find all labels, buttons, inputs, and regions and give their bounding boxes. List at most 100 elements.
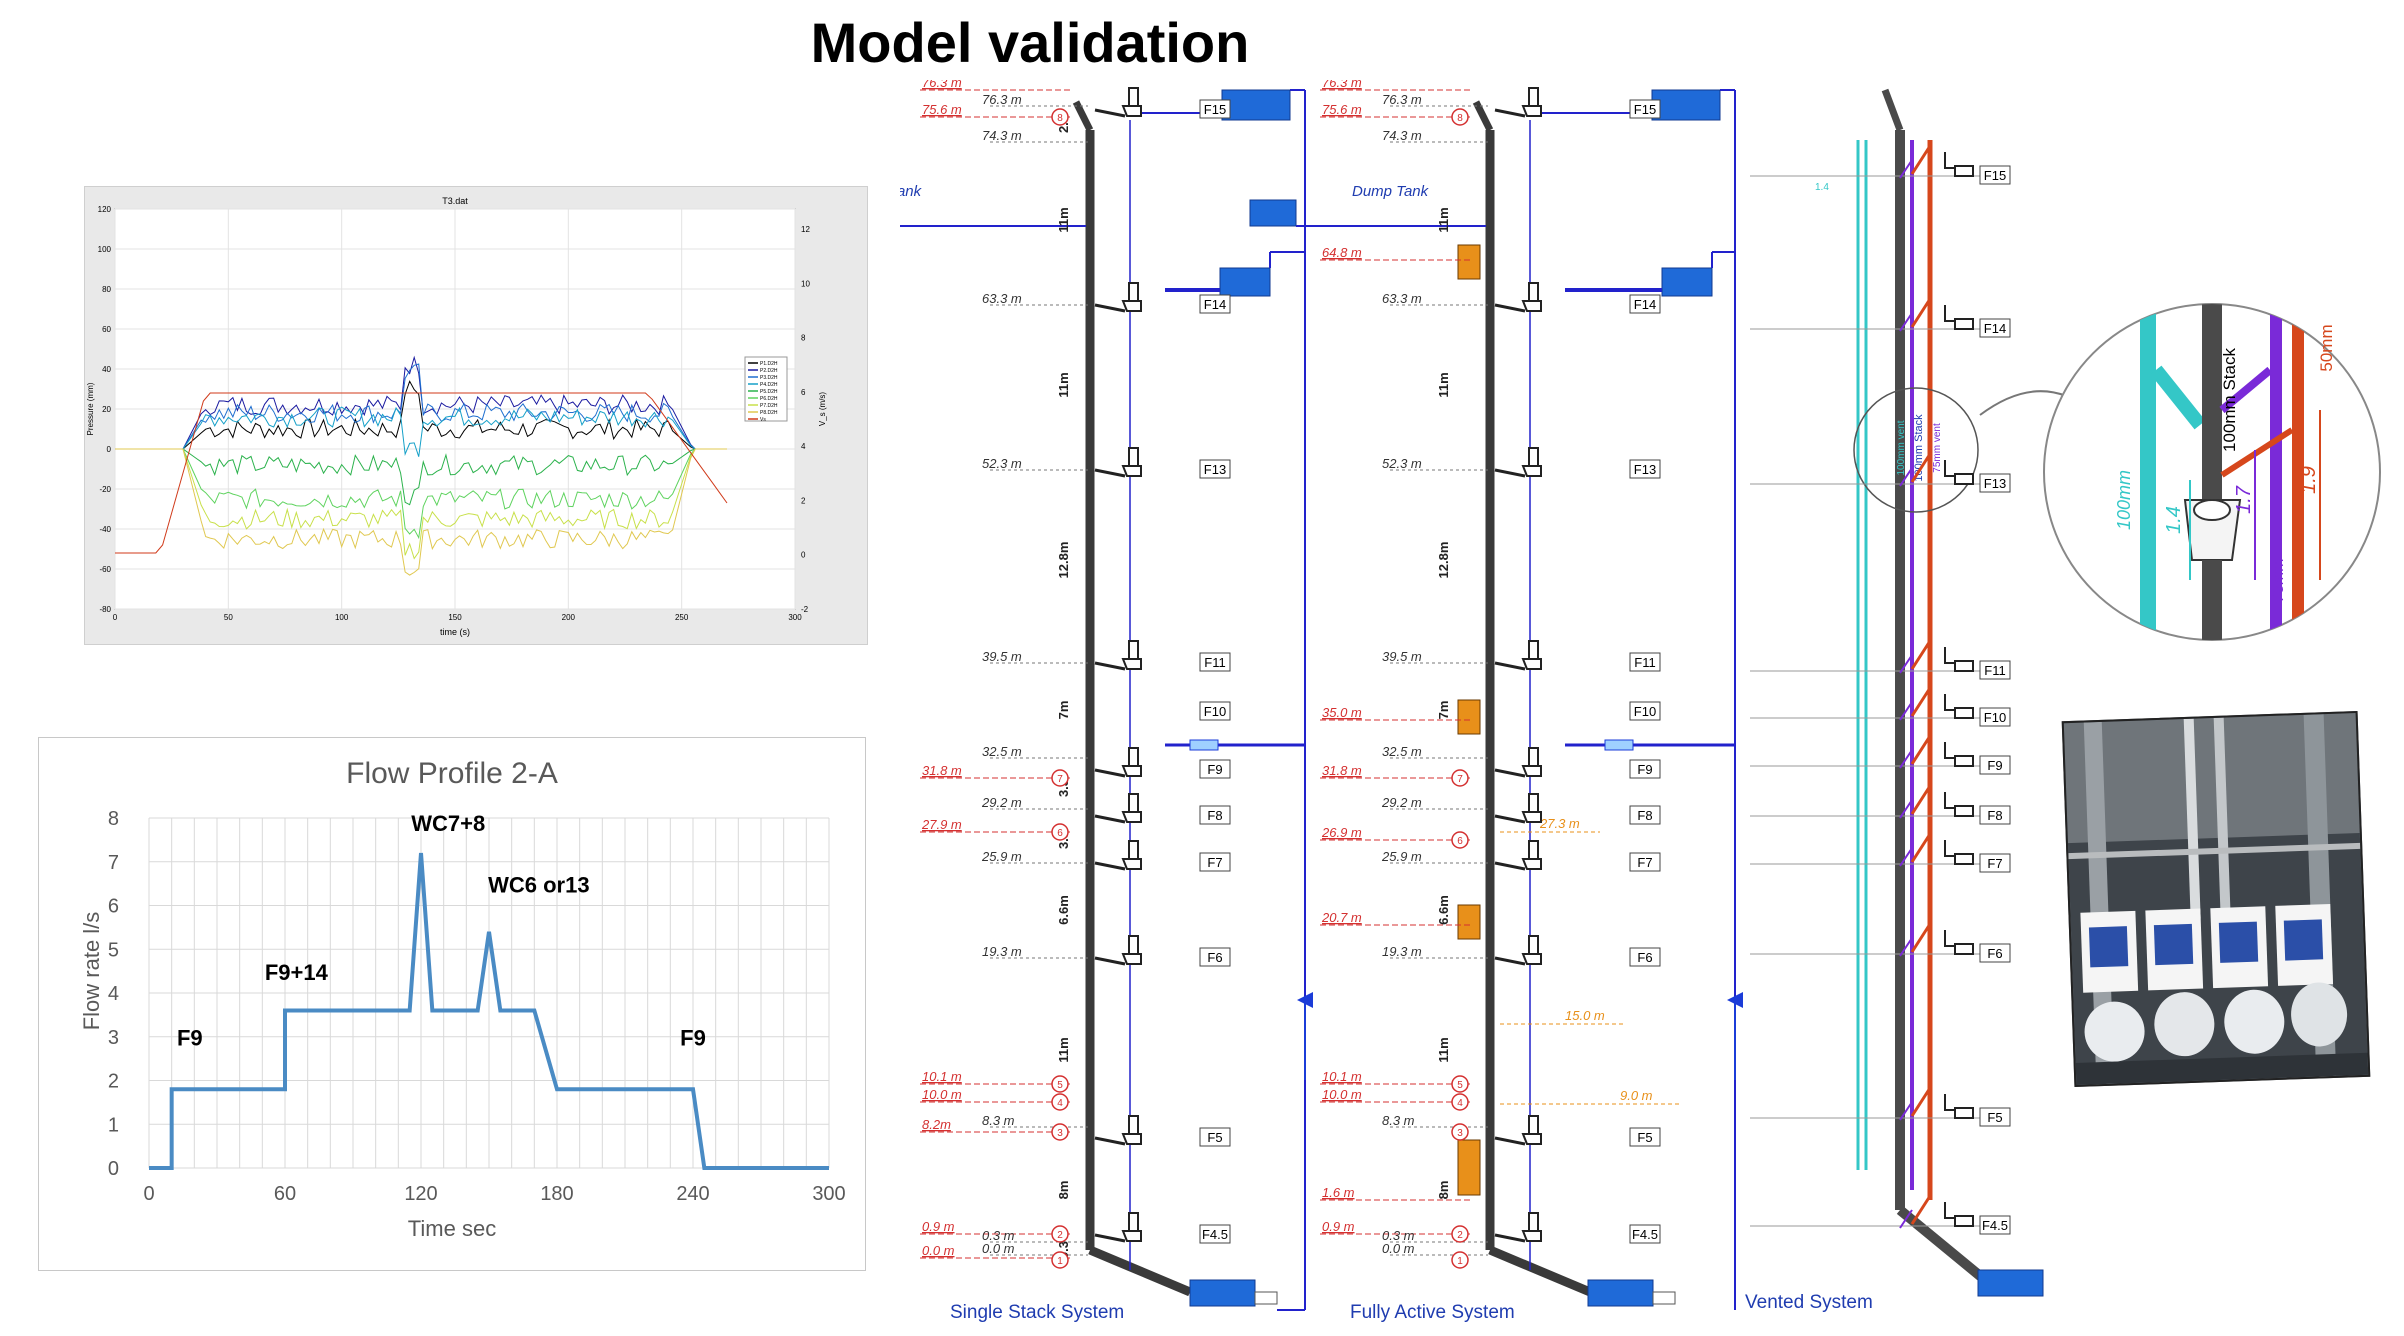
active-bottom-tank: [1587, 1279, 1654, 1307]
node-marker: [1451, 1251, 1469, 1269]
floor-label-box: [1629, 652, 1661, 672]
pressure-series-line: [115, 363, 727, 450]
wc-icon: [1121, 465, 1142, 477]
flow-x-label: Time sec: [408, 1216, 496, 1241]
floor-label: F7: [1987, 856, 2002, 871]
vented-small-label: 75mm vent: [1932, 423, 1943, 473]
wc-icon: [1954, 165, 1974, 177]
wc-icon: [1954, 853, 1974, 865]
x-tick-label: 300: [812, 1183, 845, 1205]
node-label: 3: [1457, 1128, 1463, 1139]
level-label: 39.5 m: [982, 649, 1022, 664]
x-tick-label: 0: [113, 613, 118, 622]
level-label: 19.3 m: [982, 944, 1022, 959]
level-label: 8.3 m: [982, 1113, 1015, 1128]
level-label-red: 0.9 m: [922, 1219, 955, 1234]
pressure-x-label: time (s): [440, 627, 470, 637]
wc-branch: [1094, 661, 1126, 671]
wc-icon: [1954, 1215, 1974, 1227]
floor-label: F14: [1634, 297, 1656, 312]
pressure-series-line: [115, 380, 727, 450]
wc-icon: [1121, 300, 1142, 312]
wc-branch: [1094, 1136, 1126, 1146]
wc-icon: [1954, 755, 1974, 767]
y2-tick-label: 8: [801, 334, 806, 343]
legend-item: P4.D2H: [760, 382, 778, 388]
x-tick-label: 50: [224, 613, 233, 622]
span-label: 8m: [1056, 1181, 1071, 1200]
wc-branch: [1094, 468, 1126, 478]
wc-icon: [1121, 765, 1142, 777]
span-label: 8m: [1436, 1181, 1451, 1200]
floor-label: F15: [1984, 168, 2006, 183]
vented-small-label: 1.4: [1815, 182, 1829, 193]
wc-icon: [1521, 811, 1542, 823]
wc-branch: [1094, 814, 1126, 824]
level-label: 52.3 m: [982, 456, 1022, 471]
floor-label: F4.5: [1632, 1227, 1658, 1242]
single-top-tank: [1221, 89, 1291, 121]
span-label: 7m: [1056, 701, 1071, 720]
level-label-red: 20.7 m: [1321, 910, 1362, 925]
node-marker: [1451, 769, 1469, 787]
wc-branch: [1494, 108, 1526, 118]
level-label-red: 31.8 m: [1322, 763, 1362, 778]
level-label-red: 1.6 m: [1322, 1185, 1355, 1200]
wc-icon: [1954, 318, 1974, 330]
flow-series-line: [149, 852, 829, 1170]
y2-tick-label: 4: [801, 442, 806, 451]
wc-icon: [1954, 943, 1974, 955]
node-label: 7: [1457, 774, 1463, 785]
active-pressure-valve: [1457, 1139, 1481, 1196]
floor-label: F14: [1204, 297, 1226, 312]
detail-label: 50mm: [2317, 324, 2336, 371]
y-tick-label: -80: [99, 605, 111, 614]
y2-tick-label: -2: [801, 605, 809, 614]
node-label: 1: [1457, 1256, 1463, 1267]
level-label: 52.3 m: [1382, 456, 1422, 471]
wc-branch: [1494, 1136, 1526, 1146]
node-marker: [1051, 823, 1069, 841]
floor-label-box: [1979, 1107, 2011, 1127]
level-label: 74.3 m: [982, 128, 1022, 143]
level-label-red: 75.6 m: [922, 102, 962, 117]
test-rig-photo: [2061, 710, 2371, 1088]
flow-annotation: WC7+8: [411, 811, 485, 836]
wc-icon: [1121, 953, 1142, 965]
wc-icon: [1521, 953, 1542, 965]
detail-label: 75mm: [2270, 558, 2287, 602]
x-tick-label: 120: [404, 1183, 437, 1205]
level-label: 76.3 m: [982, 92, 1022, 107]
pressure-legend: [744, 356, 788, 422]
level-label-red: 35.0 m: [1322, 705, 1362, 720]
pressure-series-line: [115, 406, 727, 457]
node-label: 5: [1057, 1080, 1063, 1091]
y-tick-label: 20: [102, 405, 111, 414]
floor-label-box: [1629, 99, 1661, 119]
floor-label: F4.5: [1982, 1218, 2008, 1233]
single-stack-top: [1072, 100, 1094, 132]
wc-icon: [1121, 105, 1142, 117]
floor-label: F5: [1987, 1110, 2002, 1125]
node-marker: [1051, 1251, 1069, 1269]
floor-label-box: [1629, 1127, 1661, 1147]
active-top-tank: [1651, 89, 1721, 121]
floor-label-box: [1199, 99, 1231, 119]
node-marker: [1051, 1075, 1069, 1093]
y2-tick-label: 12: [801, 225, 810, 234]
flow-chart-title: Flow Profile 2-A: [346, 757, 558, 790]
y-tick-label: 1: [108, 1114, 119, 1136]
node-label: 6: [1057, 828, 1063, 839]
node-label: 3: [1057, 1128, 1063, 1139]
y-tick-label: 5: [108, 939, 119, 961]
wc-icon: [1521, 1230, 1542, 1242]
node-label: 6: [1457, 836, 1463, 847]
wc-branch: [1494, 661, 1526, 671]
wc-icon: [1954, 660, 1974, 672]
floor-label: F13: [1984, 476, 2006, 491]
wc-icon: [1121, 1133, 1142, 1145]
level-label-red: 76.3 m: [922, 80, 962, 90]
floor-label: F5: [1637, 1130, 1652, 1145]
floor-label-box: [1629, 294, 1661, 314]
active-dump-tank-label: Dump Tank: [1352, 183, 1430, 200]
